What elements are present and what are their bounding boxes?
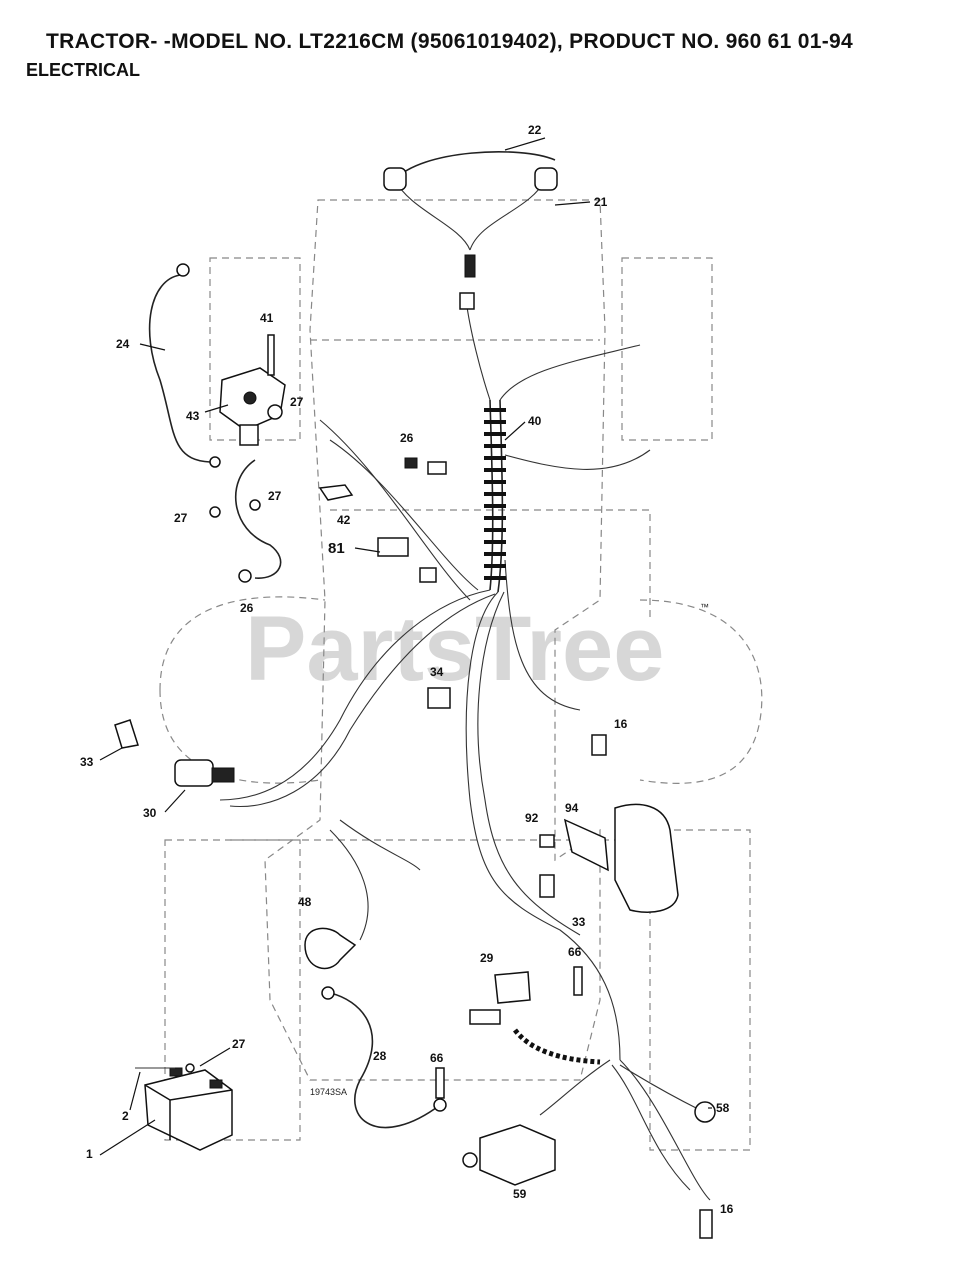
ground-wire xyxy=(148,274,211,463)
wiring-harness xyxy=(219,299,711,1201)
callout-26-b: 26 xyxy=(240,601,254,615)
nut-27c xyxy=(249,499,261,511)
clamp-42 xyxy=(318,484,354,501)
callout-33-a: 33 xyxy=(80,755,94,769)
battery-cable-positive xyxy=(234,459,282,579)
callout-27-c: 27 xyxy=(174,511,188,525)
headlight-connector xyxy=(464,254,476,278)
callout-94: 94 xyxy=(565,801,579,815)
callout-24: 24 xyxy=(116,337,130,351)
callout-43: 43 xyxy=(186,409,200,423)
callout-29: 29 xyxy=(480,951,494,965)
console-panel xyxy=(614,803,679,913)
callout-48: 48 xyxy=(298,895,312,909)
callout-41: 41 xyxy=(260,311,274,325)
callout-leaders xyxy=(99,137,712,1156)
headlight-left xyxy=(383,167,407,191)
callout-59: 59 xyxy=(513,1187,527,1201)
section-subtitle: ELECTRICAL xyxy=(26,60,140,80)
callout-16-a: 16 xyxy=(614,717,628,731)
switch-94 xyxy=(563,818,609,872)
bracket-33 xyxy=(114,719,139,749)
connector-16b xyxy=(699,1209,713,1239)
connector-26 xyxy=(404,457,418,469)
drawing-number: 19743SA xyxy=(310,1087,347,1097)
callout-33-b: 33 xyxy=(572,915,586,929)
bulb-48 xyxy=(304,927,357,970)
callout-2: 2 xyxy=(122,1109,129,1123)
nut-27d xyxy=(185,1063,195,1073)
callout-81: 81 xyxy=(328,540,345,557)
connector-58 xyxy=(694,1101,716,1123)
callout-27-a: 27 xyxy=(290,395,304,409)
headlight-wires xyxy=(383,151,558,310)
bolt-66a xyxy=(573,966,583,996)
callout-16-b: 16 xyxy=(720,1202,734,1216)
switch-34 xyxy=(427,687,451,709)
ignition-switch xyxy=(174,759,235,787)
relay-81 xyxy=(377,537,409,557)
switch-29 xyxy=(469,971,531,1025)
callout-27-d: 27 xyxy=(232,1037,246,1051)
watermark-tm: ™ xyxy=(700,602,709,612)
callout-34: 34 xyxy=(430,665,444,679)
connector-16a xyxy=(591,734,607,756)
callout-28: 28 xyxy=(373,1049,387,1063)
callout-22: 22 xyxy=(528,123,542,137)
battery xyxy=(144,1067,233,1151)
bolt-41 xyxy=(267,334,275,376)
callout-1: 1 xyxy=(86,1147,93,1161)
callout-40: 40 xyxy=(528,414,542,428)
callout-92: 92 xyxy=(525,811,539,825)
nut-27b xyxy=(209,506,221,518)
callout-58: 58 xyxy=(716,1101,730,1115)
callout-66-b: 66 xyxy=(430,1051,444,1065)
bolt-66b xyxy=(435,1067,445,1099)
harness-connector-top xyxy=(459,292,475,310)
callout-42: 42 xyxy=(337,513,351,527)
watermark: PartsTree xyxy=(245,598,664,700)
callout-27-b: 27 xyxy=(268,489,282,503)
ground-cable-28 xyxy=(329,992,441,1129)
switch-92 xyxy=(539,834,555,848)
headlight-right xyxy=(534,167,558,191)
callout-30: 30 xyxy=(143,806,157,820)
nut-27 xyxy=(267,404,283,420)
page-title: TRACTOR- -MODEL NO. LT2216CM (9506101940… xyxy=(46,30,853,53)
callout-66-a: 66 xyxy=(568,945,582,959)
coiled-harness-section xyxy=(484,408,601,1065)
callout-26-a: 26 xyxy=(400,431,414,445)
module-59 xyxy=(462,1124,556,1186)
callout-21: 21 xyxy=(594,195,608,209)
